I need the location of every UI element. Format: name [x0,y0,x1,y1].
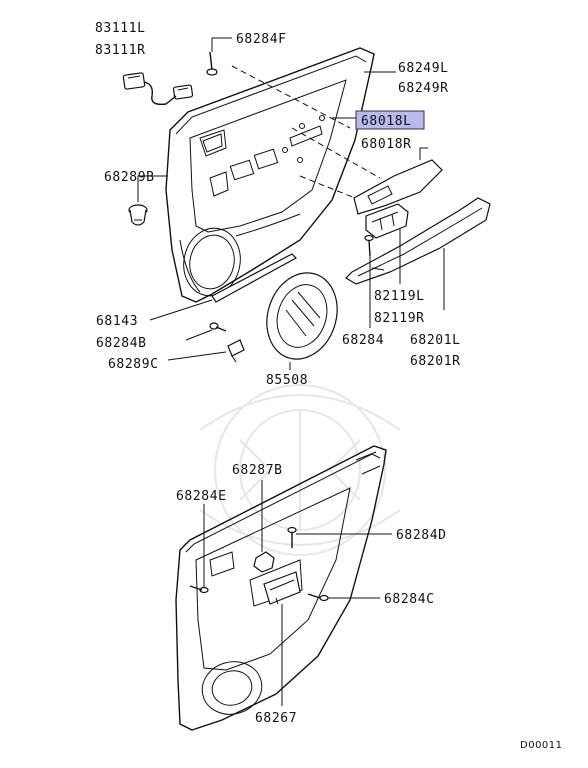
leader-lines-bottom [203,480,392,706]
label-83111l: 83111L [95,21,146,36]
label-68201r: 68201R [410,354,461,369]
label-68018r: 68018R [361,137,412,152]
label-68284b: 68284B [96,336,147,351]
highlight-68018l [355,110,425,130]
screw-68284e [189,585,209,594]
clip-68289b [128,204,148,226]
label-68267: 68267 [255,711,297,726]
label-82119r: 82119R [374,311,425,326]
door-trim-panel-outline [175,445,387,731]
leader-lines-top [137,37,445,370]
clip-68287b [253,551,275,573]
power-window-switch [365,203,409,239]
label-68284d: 68284D [396,528,447,543]
label-68284e: 68284E [176,489,227,504]
label-68284c: 68284C [384,592,435,607]
door-wire-harness [122,72,194,106]
label-68143: 68143 [96,314,138,329]
label-68284: 68284 [342,333,384,348]
label-68284f: 68284F [236,32,287,47]
screw-68284f [206,51,218,76]
label-68018l: 68018L [361,114,412,129]
label-68201l: 68201L [410,333,461,348]
label-83111r: 83111R [95,43,146,58]
alignment-line [231,65,351,129]
screw-68284d [287,526,297,548]
label-68287b: 68287B [232,463,283,478]
switch-bezel [353,159,443,215]
diagram-code: D00011 [520,740,563,751]
clip-68289c [227,339,245,363]
label-68289b: 68289B [104,170,155,185]
part-labels: 83111L 83111R 68284F 68249L 68249R 68018… [95,21,563,751]
screw-68284b [209,322,227,332]
label-68249r: 68249R [398,81,449,96]
label-68289c: 68289C [108,357,159,372]
door-trim-panel [165,47,375,303]
door-pull-handle [263,571,301,605]
label-82119l: 82119L [374,289,425,304]
alignment-line [299,175,361,201]
speaker-grille [266,272,338,360]
armrest-pad [345,197,491,285]
label-85508: 85508 [266,373,308,388]
weatherstrip [211,253,297,303]
label-68249l: 68249L [398,61,449,76]
screw-68284 [364,234,374,257]
alignment-line [291,127,381,179]
